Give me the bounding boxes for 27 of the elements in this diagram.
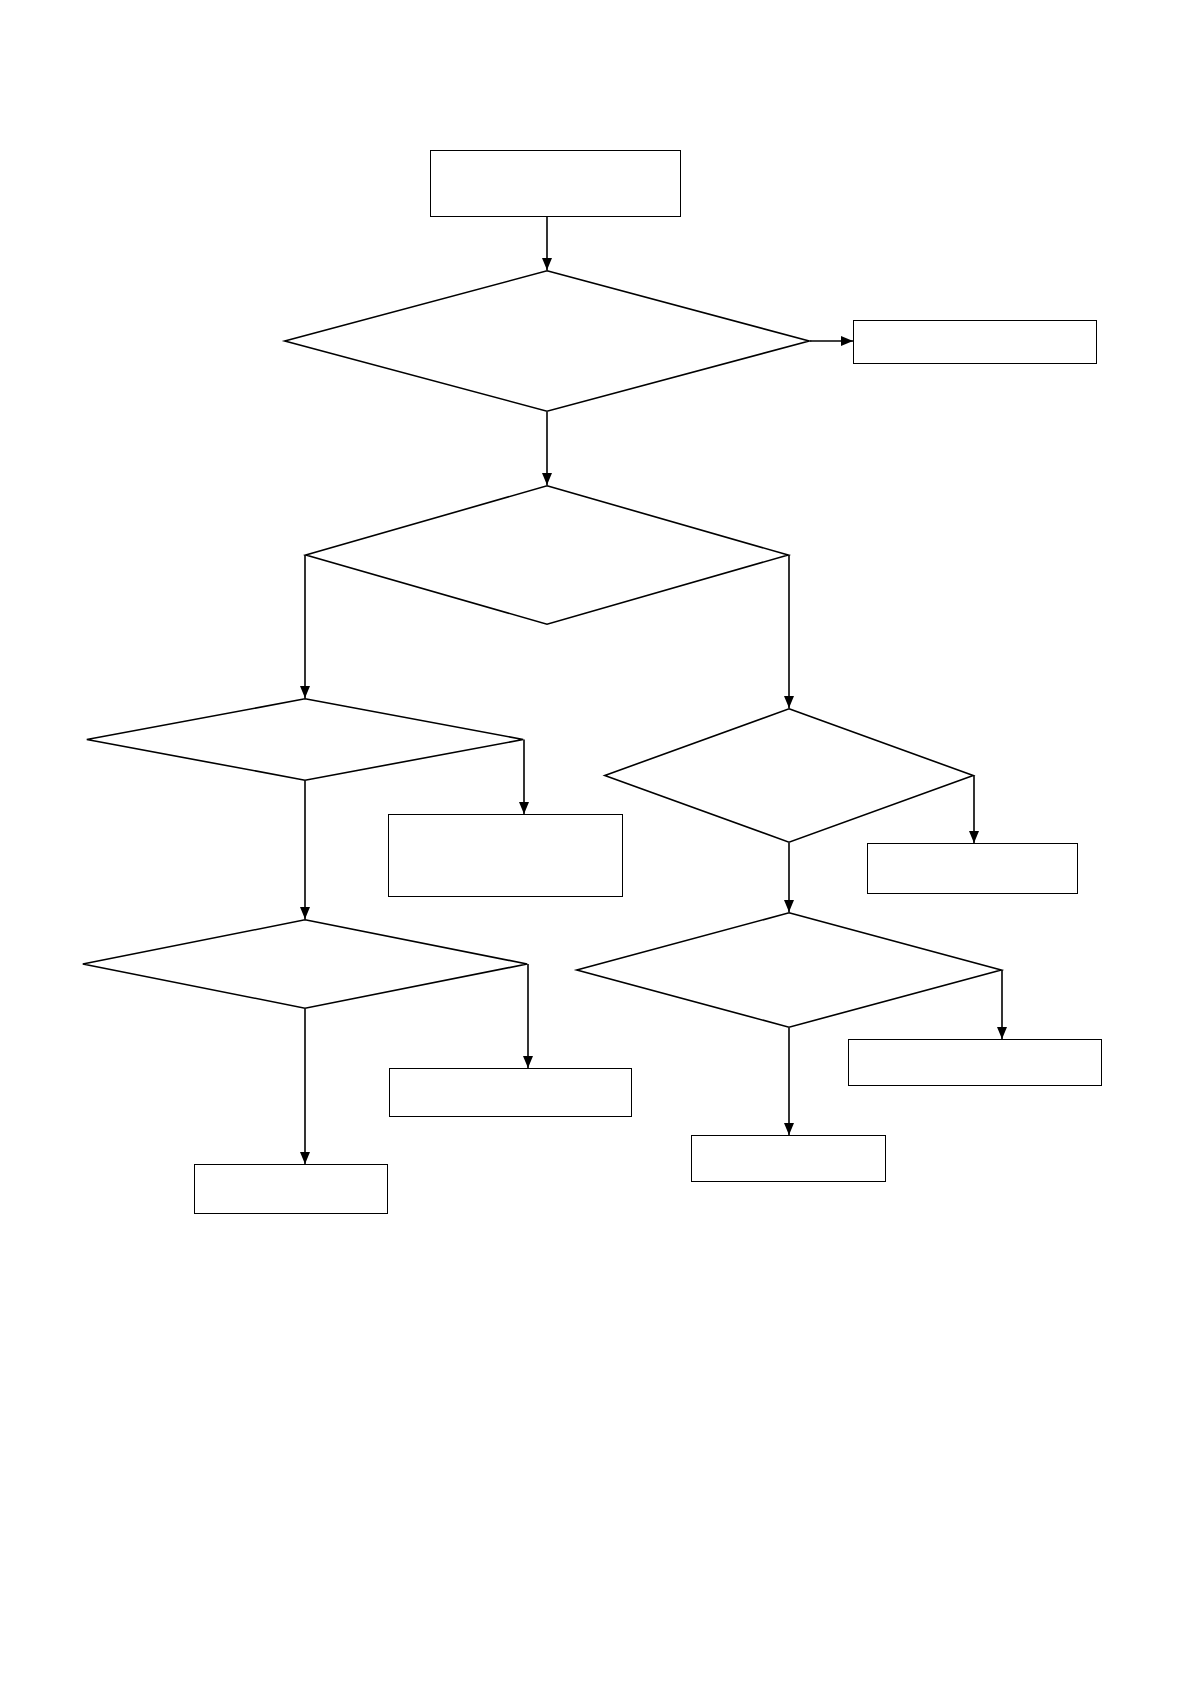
process-box [430,150,681,217]
decision-diamond [305,485,789,625]
process-box [867,843,1078,894]
process-box [388,814,623,897]
process-box [389,1068,632,1117]
process-box [848,1039,1102,1086]
arrow [784,1027,794,1136]
decision-diamond [82,919,528,1009]
decision-diamond [86,698,524,781]
arrow [784,554,794,709]
arrow [523,963,533,1069]
arrow [809,336,854,346]
arrow [997,969,1007,1040]
process-box [853,320,1097,364]
decision-diamond [284,270,810,412]
decision-diamond [604,708,974,843]
decision-diamond [576,912,1002,1028]
arrow [519,738,529,815]
arrow [542,411,552,486]
arrow [300,1008,310,1165]
arrow [300,780,310,920]
arrow [784,842,794,913]
process-box [194,1164,388,1214]
arrow [300,554,310,699]
process-box [691,1135,886,1182]
arrow [969,774,979,844]
arrow [542,216,552,271]
